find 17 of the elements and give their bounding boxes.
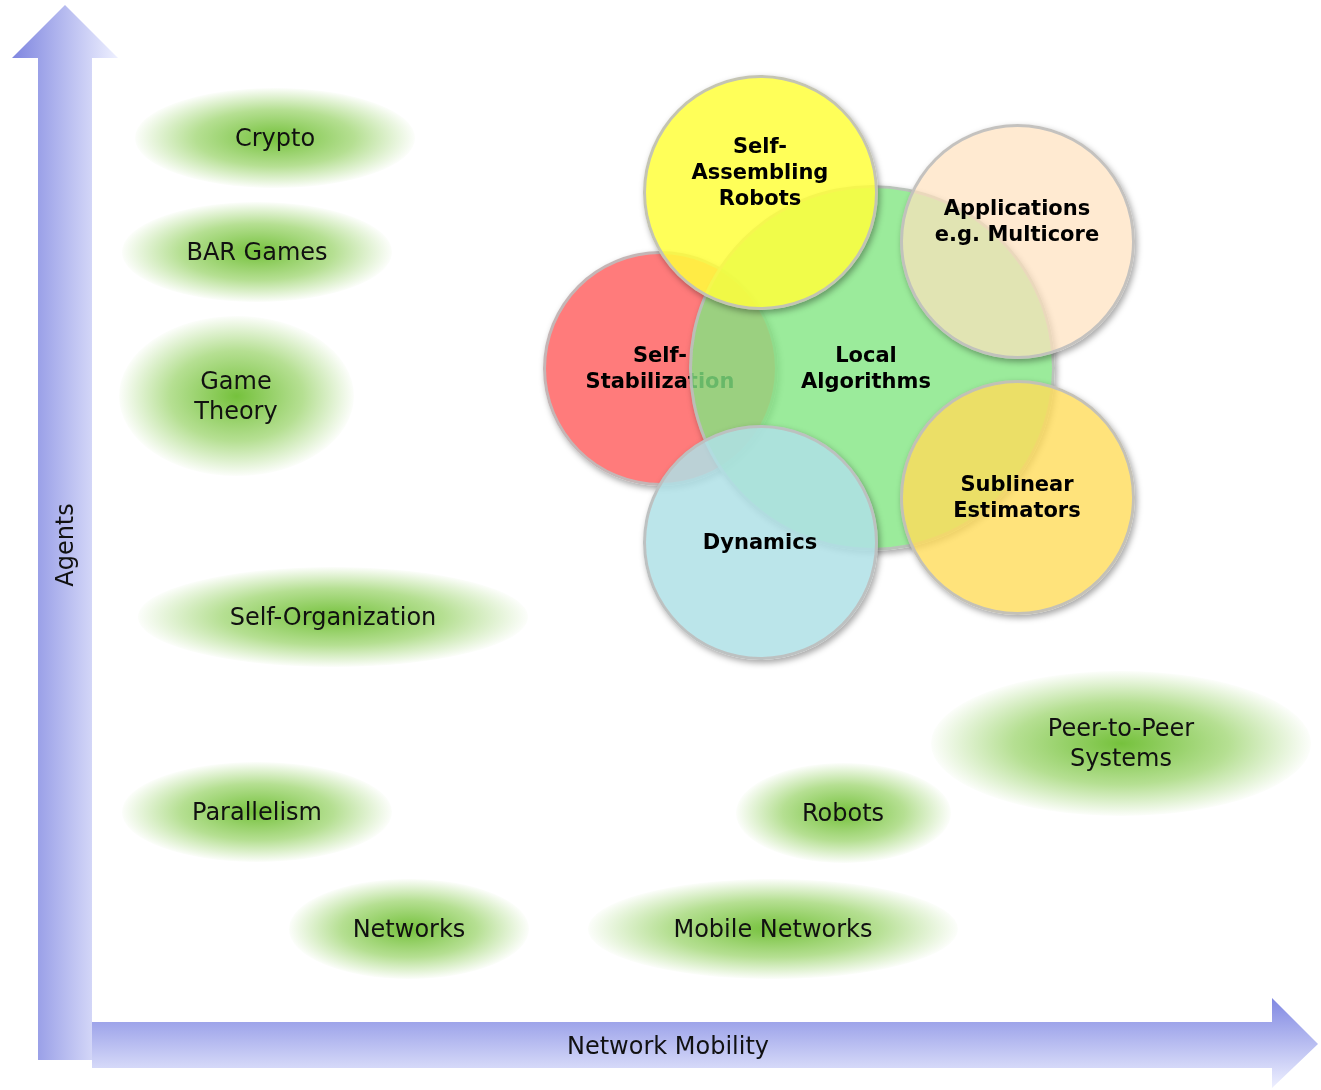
axis-label: Agents (51, 503, 79, 587)
topic-label: Mobile Networks (673, 914, 873, 944)
topic-label: Networks (352, 914, 466, 944)
topic-label: Peer-to-Peer Systems (1046, 713, 1196, 773)
topic-label: Local Algorithms (800, 341, 932, 395)
topic-label: Sublinear Estimators (952, 470, 1082, 524)
topic-label: Robots (801, 798, 885, 828)
topic-label: Self-Stabilization (585, 341, 735, 395)
topic-label: Dynamics (702, 528, 818, 556)
topic-label: Self-Organization (229, 602, 437, 632)
topic-label: Parallelism (192, 797, 322, 827)
topic-label: Game Theory (193, 366, 279, 426)
topic-label: BAR Games (186, 237, 328, 267)
topic-label: Self-Assembling Robots (690, 132, 830, 212)
topic-label: Applications e.g. Multicore (933, 194, 1101, 248)
axis-label: Network Mobility (566, 1032, 770, 1060)
topic-label: Crypto (234, 123, 316, 153)
